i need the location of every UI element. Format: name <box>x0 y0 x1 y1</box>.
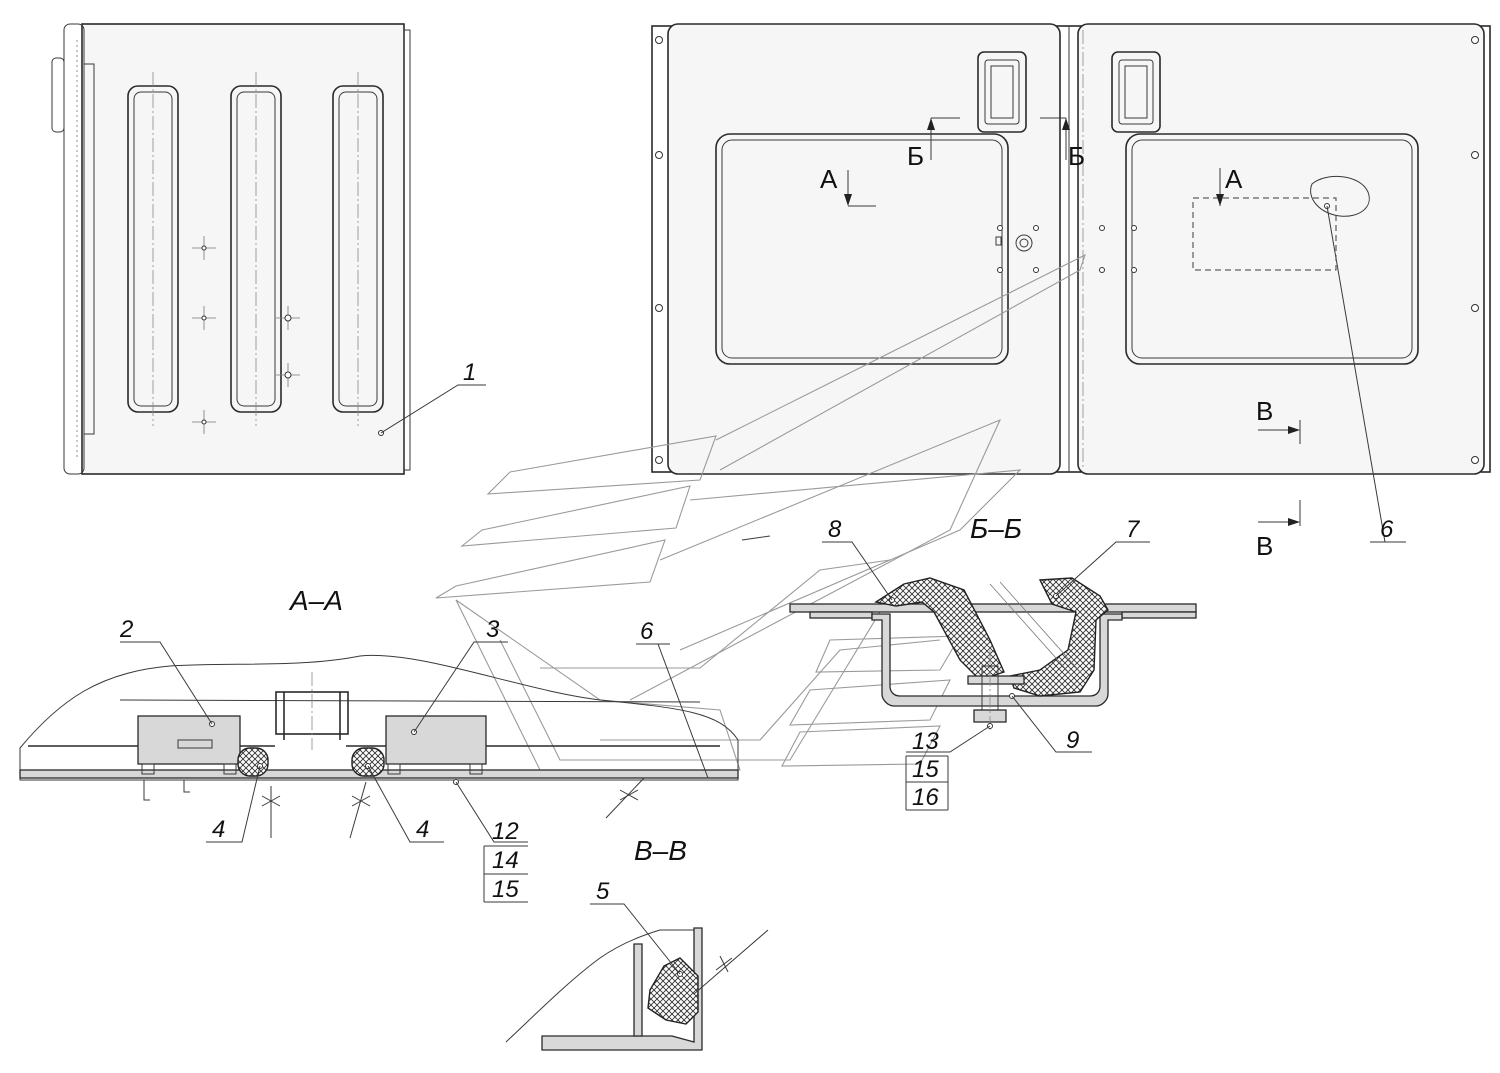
section-title-v-v: В–В <box>634 835 687 866</box>
section-letter-b-left: Б <box>907 141 924 171</box>
callout-4-right: 4 <box>416 816 429 843</box>
side-view: 1 <box>51 23 486 475</box>
callout-5: 5 <box>596 878 610 905</box>
front-view: А Б Б А 6 В В <box>651 23 1491 561</box>
callout-12: 12 <box>492 818 519 845</box>
section-b-b: Б–Б 8 7 9 13 15 16 <box>741 513 1197 811</box>
section-letter-v-bottom: В <box>1256 531 1273 561</box>
perspective-guide <box>435 253 1086 771</box>
callout-13: 13 <box>912 728 939 755</box>
callout-7: 7 <box>1126 516 1141 543</box>
callout-16: 16 <box>912 784 939 811</box>
rib-group <box>127 72 384 426</box>
callout-15-b: 15 <box>912 756 939 783</box>
callout-3: 3 <box>486 616 500 643</box>
callout-6-section: 6 <box>640 618 654 645</box>
callout-9: 9 <box>1066 727 1079 754</box>
callout-6-top: 6 <box>1380 516 1394 543</box>
section-title-b-b: Б–Б <box>970 513 1022 544</box>
callout-8: 8 <box>828 516 842 543</box>
callout-2: 2 <box>119 616 133 643</box>
section-v-v: В–В 5 <box>505 835 769 1051</box>
callout-14: 14 <box>492 847 519 874</box>
callout-4-left: 4 <box>212 816 225 843</box>
section-letter-b-right: Б <box>1068 141 1085 171</box>
callout-15-a: 15 <box>492 876 519 903</box>
section-letter-a-right: А <box>1225 164 1243 194</box>
callout-1: 1 <box>463 359 476 386</box>
section-a-a: А–А 2 3 6 4 <box>19 585 739 903</box>
section-letter-a-left: А <box>820 164 838 194</box>
section-letter-v-top: В <box>1256 396 1273 426</box>
section-title-a-a: А–А <box>288 585 343 616</box>
